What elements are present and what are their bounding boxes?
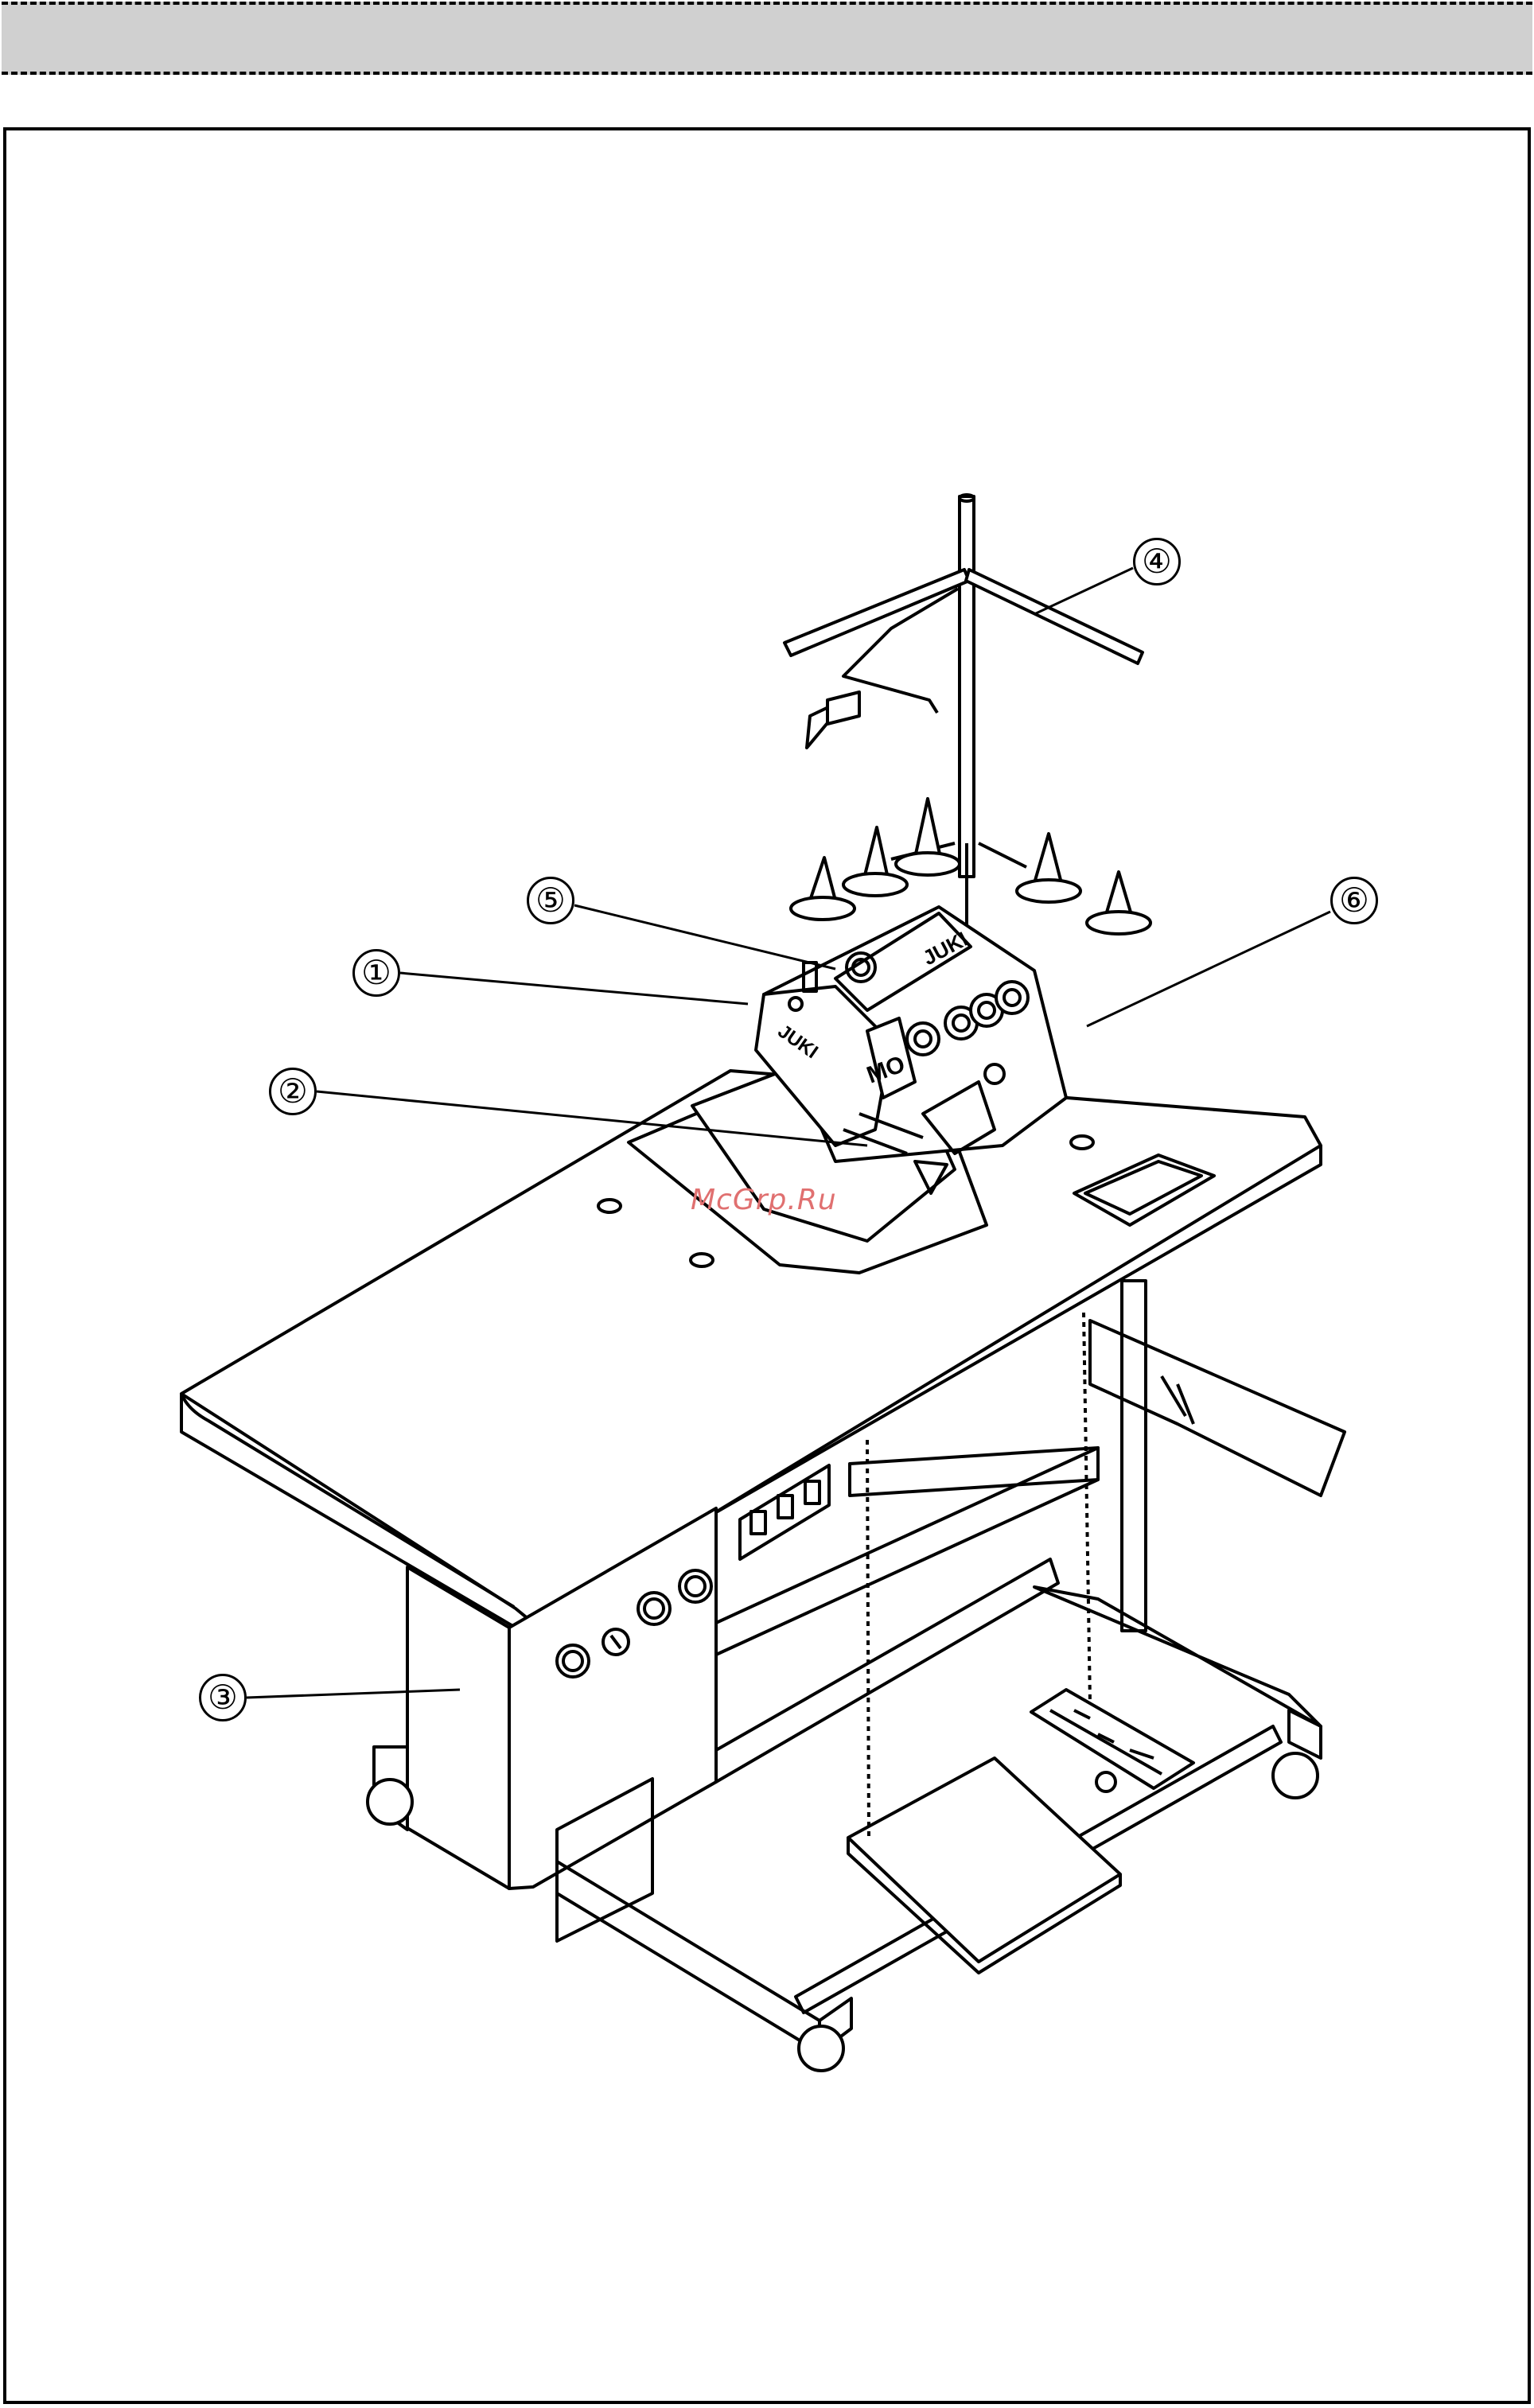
model-plate: MO xyxy=(863,1051,909,1089)
watermark: McGrp.Ru xyxy=(691,1184,837,1216)
machine-brand-side: JUKI xyxy=(774,1021,822,1063)
machine-brand-top: JUKI xyxy=(919,927,971,970)
